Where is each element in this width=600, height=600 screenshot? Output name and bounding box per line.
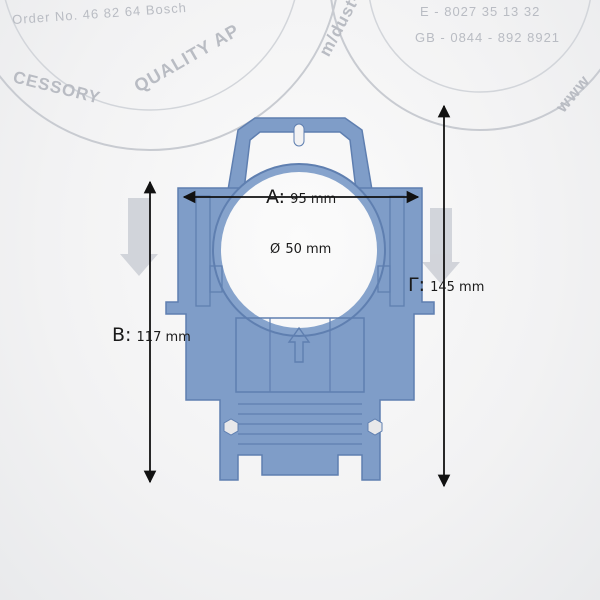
plate-top-slot bbox=[293, 123, 305, 147]
dim-a-value: 95 mm bbox=[290, 192, 337, 207]
dim-d-key: Ø bbox=[270, 242, 281, 257]
plate-hex-left bbox=[223, 418, 239, 436]
plate-hex-right bbox=[367, 418, 383, 436]
dim-c-label: Γ: 145 mm bbox=[408, 274, 484, 296]
plate-up-arrow bbox=[287, 326, 311, 363]
stamp-circle-right-inner bbox=[369, 0, 591, 93]
dim-b-label: B: 117 mm bbox=[112, 324, 191, 346]
stamp-circle-left bbox=[0, 0, 337, 151]
dim-a-label: A: 95 mm bbox=[266, 186, 336, 208]
dim-c-value: 145 mm bbox=[430, 280, 485, 295]
phone-gb-text: GB - 0844 - 892 8921 bbox=[415, 30, 561, 45]
dim-a-key: A: bbox=[266, 186, 286, 208]
dim-b-key: B: bbox=[112, 324, 132, 346]
plate-hole-ring bbox=[212, 163, 386, 337]
dim-d-label: Ø 50 mm bbox=[270, 238, 331, 257]
dim-d-value: 50 mm bbox=[285, 242, 332, 257]
stamp-circle-right bbox=[330, 0, 600, 131]
dim-b-value: 117 mm bbox=[136, 330, 191, 345]
dim-c-key: Γ: bbox=[408, 274, 425, 296]
plate-lower-panel bbox=[235, 317, 365, 393]
phone-e-text: E - 8027 35 13 32 bbox=[420, 4, 541, 19]
stamp-circle-left-inner bbox=[4, 0, 296, 111]
plate-ribs bbox=[238, 403, 362, 445]
